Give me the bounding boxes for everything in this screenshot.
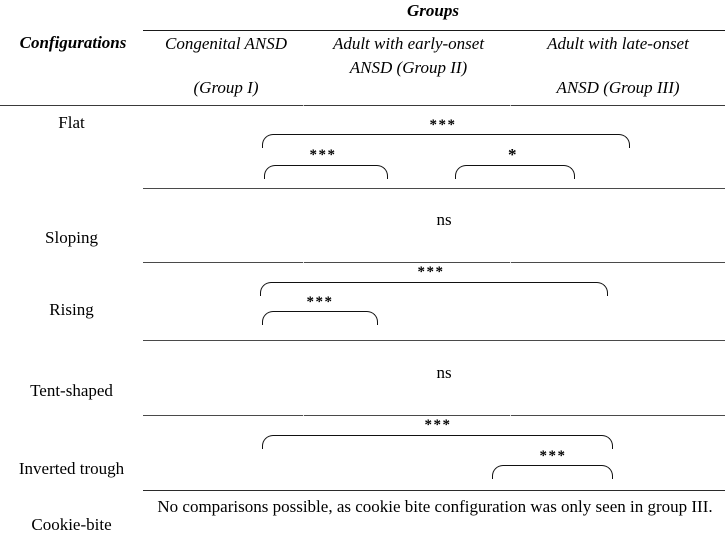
rule-row-tent-bottom [143, 415, 725, 416]
rule-tick-sloping-col1 [303, 262, 304, 263]
cookie-bite-note: No comparisons possible, as cookie bite … [157, 497, 713, 516]
column-header-group-3-line2: ANSD (Group III) [556, 78, 680, 97]
row-label-flat: Flat [58, 113, 85, 132]
significance-rising-1: *** [417, 264, 445, 280]
column-header-group-1-line1: Congenital ANSD [165, 34, 287, 53]
bracket-inverted-1 [262, 435, 613, 449]
rule-tick-col1 [303, 105, 304, 106]
significance-sloping-1: ns [436, 210, 452, 229]
significance-tent-1: ns [436, 363, 452, 382]
rule-tick-col2 [510, 105, 511, 106]
significance-flat-2: *** [309, 147, 337, 163]
rule-tick-tent-col2 [510, 415, 511, 416]
bracket-rising-1 [260, 282, 608, 296]
rule-row-flat-bottom [143, 188, 725, 189]
column-header-group-2-line1: Adult with early-onset [332, 34, 485, 53]
rule-under-groups [143, 30, 725, 31]
rule-tick-sloping-col2 [510, 262, 511, 263]
bracket-inverted-2 [492, 465, 613, 479]
bracket-flat-1 [262, 134, 630, 148]
row-label-inverted-trough: Inverted trough [18, 459, 125, 478]
significance-rising-2: *** [306, 294, 334, 310]
column-header-group-3-line1: Adult with late-onset [547, 34, 689, 53]
significance-inverted-1: *** [424, 417, 452, 433]
column-header-group-3: Adult with late-onset ANSD (Group III) [511, 32, 725, 100]
row-label-tent-shaped: Tent-shaped [30, 381, 113, 400]
bracket-flat-3 [455, 165, 575, 179]
configurations-header: Configurations [19, 33, 127, 52]
groups-header: Groups [143, 0, 725, 22]
column-header-group-1-line2: (Group I) [193, 78, 259, 97]
significance-flat-3: * [508, 145, 518, 164]
rule-row-sloping-bottom [143, 262, 725, 263]
rule-tick-tent-col1 [303, 415, 304, 416]
row-label-cookie-bite: Cookie-bite [31, 515, 112, 534]
column-header-group-2: Adult with early-onset ANSD (Group II) [306, 32, 511, 80]
row-label-rising: Rising [49, 300, 94, 319]
row-label-sloping: Sloping [45, 228, 98, 247]
column-header-group-2-line2: ANSD (Group II) [349, 58, 468, 77]
column-header-group-1: Congenital ANSD (Group I) [146, 32, 306, 100]
rule-row-rising-bottom [143, 340, 725, 341]
significance-inverted-2: *** [539, 448, 567, 464]
significance-flat-1: *** [429, 117, 457, 133]
rule-header-bottom [0, 105, 725, 106]
bracket-flat-2 [264, 165, 388, 179]
bracket-rising-2 [262, 311, 378, 325]
rule-row-inverted-bottom [143, 490, 725, 491]
groups-header-label: Groups [407, 1, 459, 20]
